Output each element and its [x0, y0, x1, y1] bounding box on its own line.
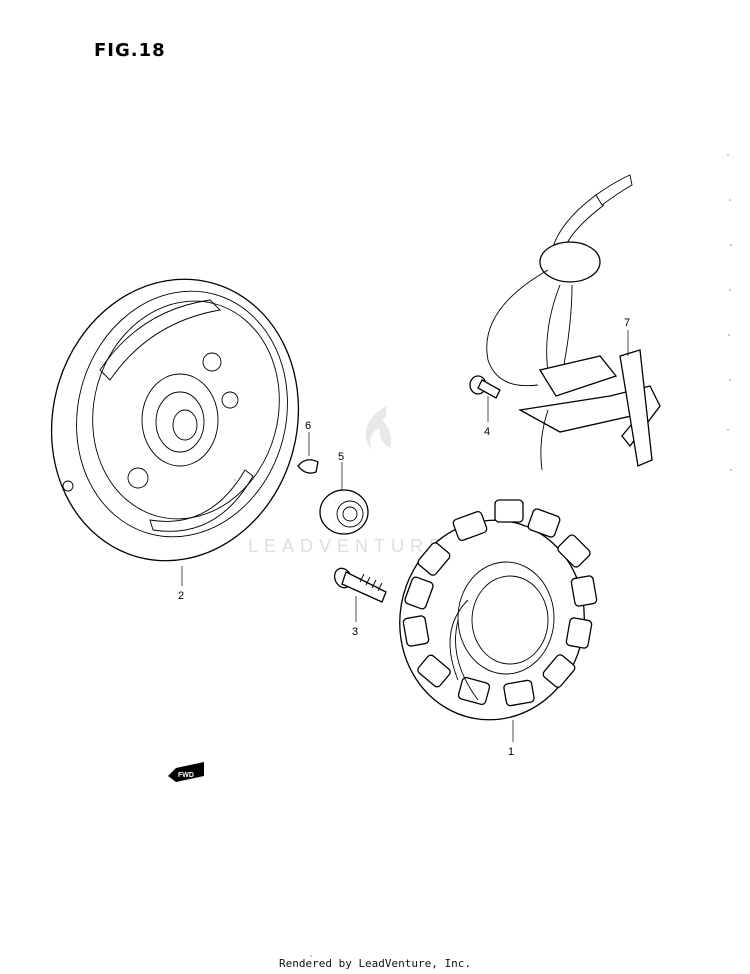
callout-6: 6 — [305, 420, 311, 432]
fwd-direction-marker: FWD — [168, 762, 204, 782]
part-2-rotor[interactable] — [20, 251, 329, 588]
scan-speckles — [234, 154, 732, 957]
part-1-stator[interactable] — [384, 499, 600, 734]
part-3-bolt[interactable] — [332, 566, 387, 603]
part-6-key[interactable] — [297, 459, 319, 474]
part-7-pickup-coil[interactable] — [486, 174, 661, 471]
part-4-screw[interactable] — [469, 375, 501, 399]
callout-2: 2 — [178, 590, 184, 602]
part-5-nut[interactable] — [319, 489, 369, 535]
callout-7: 7 — [624, 317, 630, 329]
footer-credit: Rendered by LeadVenture, Inc. — [278, 957, 472, 970]
callout-1: 1 — [508, 746, 514, 758]
figure-title: FIG.18 — [94, 40, 166, 61]
leader-lines — [181, 330, 629, 742]
callout-3: 3 — [352, 626, 358, 638]
callout-5: 5 — [338, 451, 344, 463]
fwd-label: FWD — [178, 772, 194, 779]
watermark-text: LEADVENTURE — [248, 536, 447, 556]
callout-4: 4 — [484, 426, 490, 438]
watermark: LEADVENTURE — [248, 406, 447, 556]
